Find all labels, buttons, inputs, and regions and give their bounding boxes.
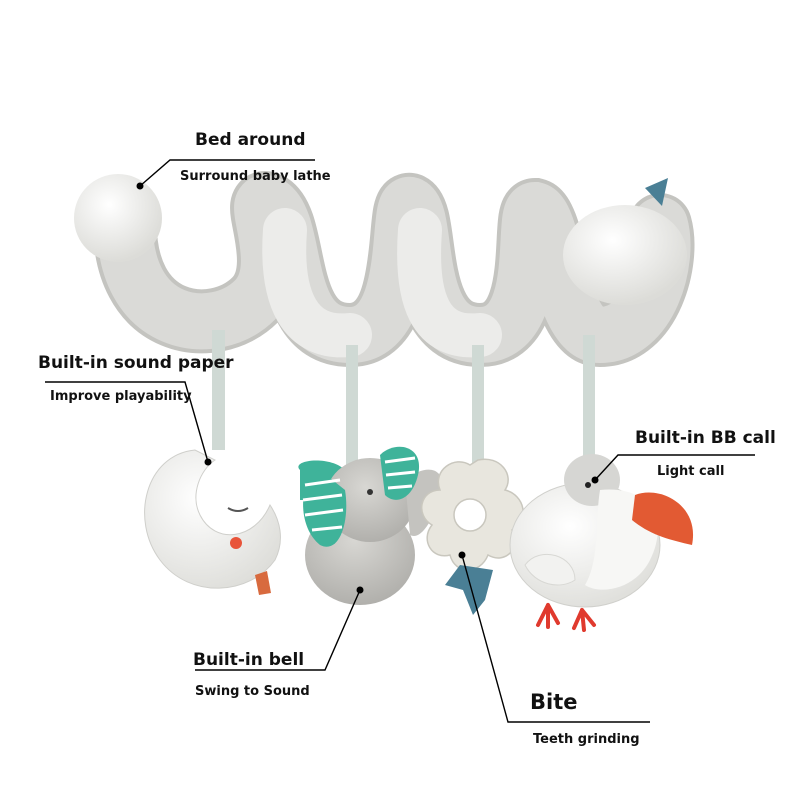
spiral-front-loop-1 — [262, 208, 372, 358]
moon-plush — [144, 449, 281, 595]
elephant-ear-stripes — [302, 456, 416, 532]
bell-title: Built-in bell — [193, 650, 305, 670]
strap-moon — [212, 330, 225, 450]
sound-paper-subtitle: Improve playability — [50, 389, 192, 404]
sound-paper-title: Built-in sound paper — [38, 353, 234, 373]
callout-line-bell — [195, 589, 361, 671]
callout-line-bite — [461, 554, 650, 723]
bird-plush — [509, 454, 694, 632]
teether-ring — [421, 458, 524, 615]
teether-ribbon — [445, 565, 493, 615]
moon-cheek — [230, 537, 242, 549]
bird-eye — [585, 482, 591, 488]
bell-subtitle: Swing to Sound — [195, 684, 310, 699]
callout-dots — [136, 182, 599, 594]
bite-title: Bite — [530, 690, 578, 714]
moon-eye — [227, 507, 249, 512]
spiral-tail-tag — [645, 178, 668, 206]
moon-tag — [255, 571, 271, 595]
bed-around-title: Bed around — [195, 130, 306, 150]
callout-line-bed — [139, 159, 315, 187]
spiral-tail-ball — [563, 205, 687, 305]
bird-beak — [632, 492, 694, 545]
strap-elephant — [346, 345, 358, 465]
callout-lines — [45, 159, 755, 723]
callout-line-sound — [45, 381, 209, 463]
callout-line-bb — [594, 454, 755, 481]
bite-subtitle: Teeth grinding — [533, 732, 640, 747]
spiral-front-loop-2 — [397, 208, 502, 358]
moon-body — [144, 449, 281, 589]
bb-call-title: Built-in BB call — [635, 428, 776, 448]
bird-feet — [536, 603, 596, 632]
spiral-head-ball — [74, 174, 162, 262]
strap-teether — [472, 345, 484, 465]
strap-bird — [583, 335, 595, 465]
spiral-plush — [74, 171, 695, 368]
teether-hole — [453, 498, 487, 532]
elephant-eye — [367, 489, 373, 495]
hanging-straps — [212, 330, 595, 465]
bb-call-subtitle: Light call — [657, 464, 725, 479]
bird-wing — [524, 553, 576, 586]
elephant-plush — [298, 446, 443, 605]
bed-around-subtitle: Surround baby lathe — [180, 169, 331, 184]
